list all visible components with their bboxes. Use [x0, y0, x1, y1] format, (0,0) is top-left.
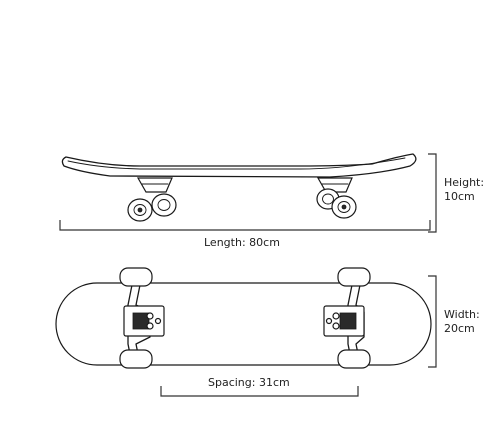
spacing-dimension-line: [160, 386, 359, 397]
width-dimension-line: [428, 275, 437, 368]
skateboard-side-view: [61, 153, 417, 222]
length-dimension-line: [59, 220, 431, 231]
side-deck: [61, 153, 417, 178]
height-dimension-line: [428, 153, 437, 233]
top-deck: [55, 282, 432, 366]
spacing-label: Spacing: 31cm: [208, 376, 290, 389]
length-label: Length: 80cm: [204, 236, 280, 249]
top-left-wheel-lower: [119, 349, 153, 369]
side-left-truck: [136, 177, 173, 193]
top-left-wheel-upper: [119, 267, 153, 287]
width-label: Width: 20cm: [444, 308, 480, 335]
top-right-wheel-lower: [337, 349, 371, 369]
top-right-wheel-upper: [337, 267, 371, 287]
height-label: Height: 10cm: [444, 176, 485, 203]
skateboard-top-view: [55, 267, 432, 369]
side-left-wheel-back: [151, 193, 177, 217]
